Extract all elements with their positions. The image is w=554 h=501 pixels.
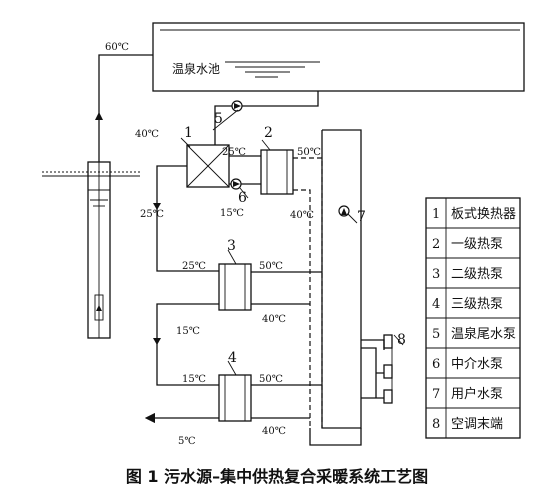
heat-pump-2 [218,263,252,311]
temp-15-pump6: 15℃ [220,208,244,219]
pump-5 [231,100,243,112]
temp-25-hx: 25℃ [222,147,246,158]
pump-6 [230,178,242,190]
label-8: 8 [397,332,406,348]
temp-5-out: 5℃ [178,436,196,447]
legend-table [425,197,521,439]
temp-50-hp4: 50℃ [259,374,283,385]
label-5: 5 [214,111,223,127]
legend-number: 4 [432,297,440,312]
legend-text: 空调末端 [451,417,503,432]
temp-40-hp3: 40℃ [262,314,286,325]
temp-50-hp2: 50℃ [297,147,321,158]
temp-40-pool: 40℃ [135,129,159,140]
figure-caption: 图 1 污水源–集中供热复合采暖系统工艺图 [125,467,429,486]
label-2: 2 [264,125,273,141]
legend-text: 三级热泵 [451,297,503,312]
temp-40-hp4: 40℃ [262,426,286,437]
legend-text: 温泉尾水泵 [451,326,516,342]
legend-text: 一级热泵 [451,237,503,252]
label-6: 6 [238,190,247,206]
heat-pump-3 [218,374,252,422]
temp-50-hp3: 50℃ [259,261,283,272]
pump-7 [338,205,350,217]
legend-text: 板式换热器 [451,207,516,222]
temp-25-hp3: 25℃ [182,261,206,272]
legend-text: 中介水泵 [451,357,503,372]
temp-60: 60℃ [105,42,129,53]
legend-number: 7 [432,387,440,402]
label-3: 3 [227,238,236,254]
legend-number: 2 [432,237,440,252]
ac-terminals [361,334,393,404]
legend-number: 5 [432,327,440,342]
temp-25-left: 25℃ [140,209,164,220]
legend-text: 用户水泵 [451,386,503,402]
pool-label: 温泉水池 [172,62,220,76]
temp-40-hp2: 40℃ [290,210,314,221]
label-1: 1 [184,125,193,141]
heat-pump-1 [260,149,294,195]
legend-number: 6 [432,357,440,372]
flow-arrow-up [95,112,103,120]
label-4: 4 [228,350,237,366]
legend-number: 8 [432,417,440,432]
label-7: 7 [357,209,366,225]
well [42,161,140,339]
legend-number: 1 [432,207,440,222]
temp-15-mid: 15℃ [176,326,200,337]
temp-15-hp4: 15℃ [182,374,206,385]
hot-spring-pool [152,22,525,92]
legend-text: 二级热泵 [451,267,503,282]
legend-number: 3 [432,267,440,282]
